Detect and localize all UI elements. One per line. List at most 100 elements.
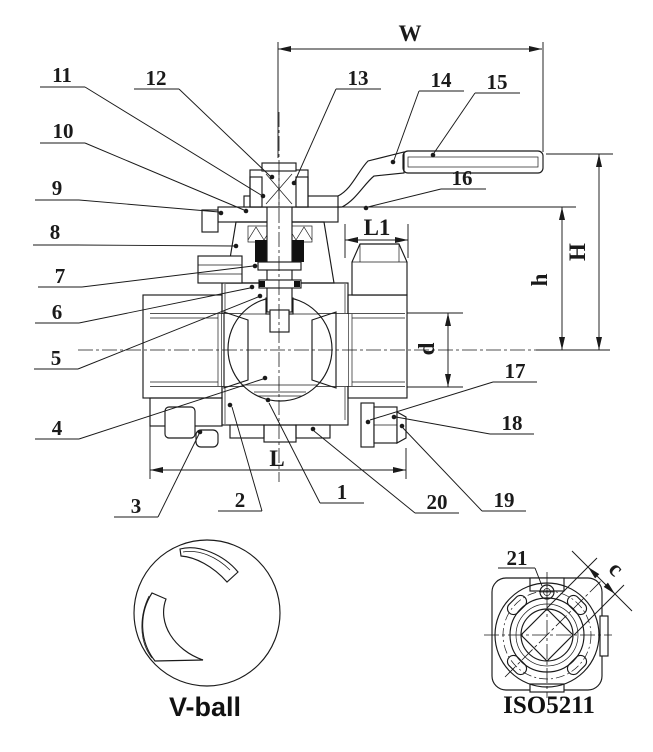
dimension-label: d bbox=[414, 342, 439, 355]
leader-dot bbox=[252, 263, 258, 269]
leader-dot bbox=[310, 426, 316, 432]
dimension-H: H bbox=[536, 153, 613, 351]
packing-right bbox=[292, 240, 304, 262]
handle-lever bbox=[337, 151, 405, 208]
part-label-7: 7 bbox=[38, 263, 258, 288]
left-joint-bolt-top bbox=[197, 255, 243, 284]
leader-line bbox=[84, 142, 245, 211]
leader-dot bbox=[243, 208, 249, 214]
left-joint-bolt-bottom bbox=[164, 406, 196, 439]
part-number: 20 bbox=[427, 490, 448, 514]
leader-line bbox=[78, 287, 251, 324]
part-label-14: 14 bbox=[390, 68, 464, 165]
leader-line bbox=[77, 296, 259, 370]
part-label-9: 9 bbox=[35, 176, 224, 216]
stem-collar bbox=[257, 261, 302, 271]
part-label-3: 3 bbox=[114, 429, 203, 518]
part-number: 5 bbox=[51, 346, 62, 370]
part-number: 3 bbox=[131, 494, 142, 518]
body-foot-left bbox=[229, 424, 265, 439]
seat-left bbox=[223, 311, 249, 389]
packing-left bbox=[255, 240, 267, 262]
part-number: 21 bbox=[507, 546, 528, 570]
leader-line bbox=[178, 88, 271, 177]
handle-grip bbox=[402, 150, 544, 174]
leader-dot bbox=[291, 180, 297, 186]
leader-line bbox=[78, 378, 264, 440]
part-number: 9 bbox=[52, 176, 63, 200]
vball-sphere bbox=[133, 539, 281, 687]
part-label-19: 19 bbox=[399, 423, 526, 512]
part-label-21: 21 bbox=[498, 546, 543, 587]
leader-line bbox=[76, 244, 235, 247]
part-number: 8 bbox=[50, 220, 61, 244]
dimension-label: h bbox=[527, 273, 552, 286]
leader-dot bbox=[249, 284, 255, 290]
leader-line bbox=[268, 402, 321, 504]
leader-line bbox=[231, 406, 263, 512]
iso-right-tab bbox=[599, 615, 609, 657]
leader-line bbox=[369, 381, 494, 421]
leader-dot bbox=[218, 210, 224, 216]
iso-square-drive bbox=[520, 608, 574, 662]
leader-dot bbox=[363, 205, 369, 211]
part-number: 11 bbox=[52, 63, 72, 87]
part-label-13: 13 bbox=[291, 66, 381, 186]
leader-dot bbox=[260, 193, 266, 199]
iso-caption: ISO5211 bbox=[503, 692, 595, 719]
main-section-view bbox=[142, 150, 544, 448]
leader-dot bbox=[262, 375, 268, 381]
part-label-16: 16 bbox=[363, 166, 486, 211]
part-number: 18 bbox=[502, 411, 523, 435]
part-number: 19 bbox=[494, 488, 515, 512]
vball-slot-upper bbox=[179, 547, 239, 583]
dimension-label: L bbox=[269, 446, 284, 471]
dimension-d: d bbox=[407, 312, 463, 388]
leader-dot bbox=[227, 402, 233, 408]
dimension-line bbox=[571, 550, 633, 612]
stop-tab bbox=[360, 402, 375, 448]
seat-right bbox=[311, 311, 337, 389]
leader-line bbox=[313, 430, 416, 514]
part-number: 2 bbox=[235, 488, 246, 512]
leader-line bbox=[78, 199, 220, 213]
stem-oring-right bbox=[294, 281, 300, 287]
part-number: 13 bbox=[348, 66, 369, 90]
leader-line bbox=[81, 265, 254, 288]
leader-dot bbox=[430, 152, 436, 158]
gland-right bbox=[295, 176, 309, 208]
part-label-15: 15 bbox=[430, 70, 520, 158]
part-number: 17 bbox=[505, 359, 526, 383]
part-label-1: 1 bbox=[265, 397, 364, 504]
iso5211-flange-view: ISO5211 bbox=[484, 572, 612, 719]
leader-line bbox=[433, 92, 476, 154]
stem-oring-left bbox=[259, 281, 265, 287]
leader-line bbox=[402, 427, 483, 512]
part-label-8: 8 bbox=[33, 220, 239, 249]
part-number: 10 bbox=[53, 119, 74, 143]
part-number: 7 bbox=[55, 264, 66, 288]
handle-grip-core bbox=[407, 156, 539, 168]
left-bolt-nut bbox=[195, 429, 219, 448]
leader-line bbox=[157, 433, 200, 518]
body-bottom-boss bbox=[263, 424, 297, 443]
leader-dot bbox=[265, 397, 271, 403]
dimension-label: H bbox=[565, 243, 590, 261]
extension-line bbox=[573, 584, 625, 636]
vball-detail-view: V-ball bbox=[133, 539, 281, 722]
part-label-17: 17 bbox=[365, 359, 537, 425]
leader-dot bbox=[233, 243, 239, 249]
part-label-12: 12 bbox=[134, 66, 275, 180]
part-label-10: 10 bbox=[40, 119, 249, 214]
dimension-label: W bbox=[399, 21, 422, 46]
part-label-20: 20 bbox=[310, 426, 459, 514]
dimension-label: c bbox=[604, 556, 629, 581]
dimension-W: W bbox=[277, 21, 544, 158]
leader-dot bbox=[197, 429, 203, 435]
dimension-h: h bbox=[337, 206, 576, 350]
part-label-11: 11 bbox=[40, 63, 266, 199]
leader-dot bbox=[257, 293, 263, 299]
part-label-6: 6 bbox=[35, 284, 255, 324]
